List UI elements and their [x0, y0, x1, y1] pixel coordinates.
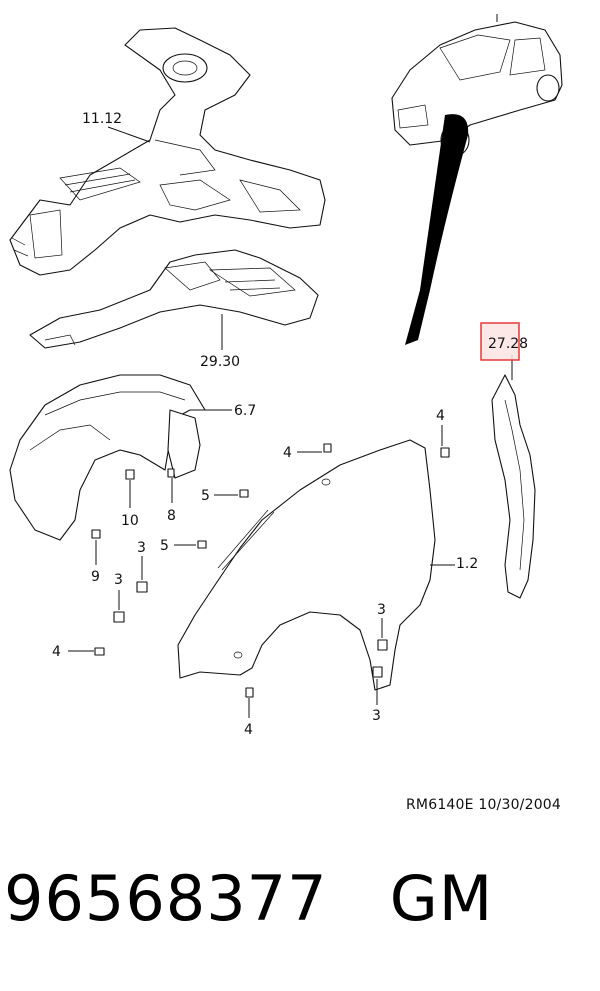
- callout-clip-3d: 3: [372, 708, 381, 724]
- callout-clip-3c: 3: [377, 602, 386, 618]
- callout-screw-a: 5: [201, 488, 210, 504]
- seal-strip-part: [491, 355, 536, 599]
- fasteners: [68, 425, 450, 718]
- callout-bolt-top: 4: [283, 445, 292, 461]
- callout-seal: 27.28: [488, 336, 528, 352]
- part-number: 96568377: [4, 862, 328, 935]
- callout-screw-10: 10: [121, 513, 139, 529]
- diagram-reference: RM6140E 10/30/2004: [406, 797, 562, 813]
- callout-screw-9: 9: [91, 569, 100, 585]
- wheelhouse-liner: [9, 374, 232, 541]
- callout-fender: 1.2: [456, 556, 478, 572]
- callout-clip-3a: 3: [137, 540, 146, 556]
- callout-bolt-left: 4: [52, 644, 61, 660]
- brand-name: GM: [389, 862, 494, 935]
- callout-screw-b: 5: [160, 538, 169, 554]
- part-number-line: 96568377 GM: [4, 862, 493, 935]
- callout-clip-3b: 3: [114, 572, 123, 588]
- callout-bolt-bottom: 4: [244, 722, 253, 738]
- callout-liner: 6.7: [234, 403, 256, 419]
- callout-screw-8: 8: [167, 508, 176, 524]
- highlight-box[interactable]: [480, 322, 520, 361]
- vehicle-reference-image: [391, 14, 563, 346]
- upper-rail-assembly: [9, 27, 326, 276]
- callout-lower-rail: 29.30: [200, 354, 240, 370]
- callout-upper-rail: 11.12: [82, 111, 122, 127]
- front-fender: [177, 439, 455, 691]
- callout-bolt-top-right: 4: [436, 408, 445, 424]
- lower-rail-panel: [29, 249, 319, 350]
